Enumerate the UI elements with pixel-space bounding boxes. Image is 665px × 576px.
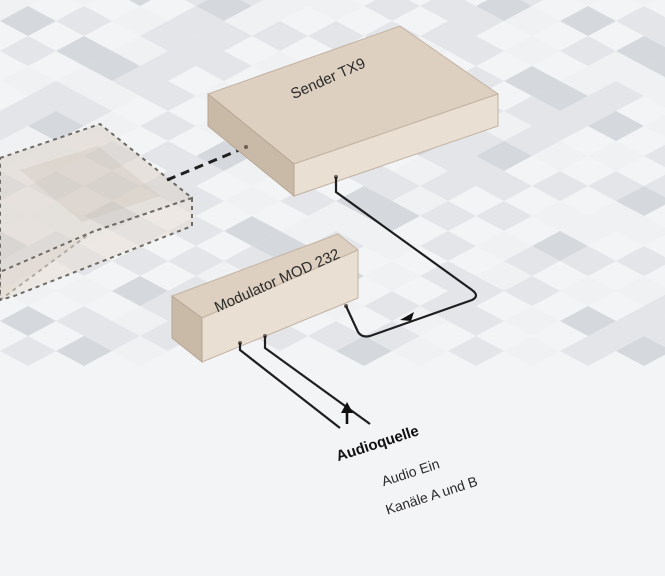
floor-tile <box>504 276 560 306</box>
floor-tile <box>476 201 532 231</box>
floor-tile <box>196 51 252 81</box>
floor-tile <box>616 186 665 216</box>
audio-wire-b <box>263 336 371 425</box>
floor-tile <box>364 0 420 21</box>
modulator-side <box>171 295 203 364</box>
floor-tile <box>560 246 616 276</box>
ghost-device-inner <box>20 146 160 222</box>
floor-tile <box>616 36 665 66</box>
sender-to-modulator-wire <box>334 177 478 338</box>
floor-tile <box>560 6 616 36</box>
floor-tile <box>644 294 665 318</box>
floor-tile <box>364 231 420 261</box>
floor-tile <box>0 36 56 66</box>
floor-tile <box>644 144 665 168</box>
floor-tile <box>308 0 364 21</box>
floor-tile <box>0 0 28 21</box>
floor-tile <box>448 336 504 366</box>
floor-tile <box>616 336 665 366</box>
floor-tile <box>644 114 665 138</box>
sender-side <box>207 92 295 198</box>
wire-direction-arrow <box>400 312 414 321</box>
floor-tile <box>224 186 280 216</box>
floor-tile <box>252 21 308 51</box>
floor-tile <box>616 66 665 96</box>
audio-source-title: Audioquelle <box>334 422 421 465</box>
floor-tile <box>560 336 616 366</box>
audio-wire-a <box>238 343 341 429</box>
floor-tile <box>112 336 168 366</box>
floor-tile <box>504 6 560 36</box>
floor-tile <box>0 111 28 141</box>
floor-tile <box>616 6 665 36</box>
floor-tile <box>0 6 56 36</box>
floor-tile <box>616 216 665 246</box>
floor-tile <box>644 324 665 348</box>
floor-tile <box>560 276 616 306</box>
floor-tile <box>140 81 196 111</box>
floor-tile <box>392 336 448 366</box>
floor-tile <box>504 36 560 66</box>
floor-tile <box>16 0 40 6</box>
floor-tile <box>476 171 532 201</box>
floor-tile <box>616 246 665 276</box>
floor-tile <box>252 0 308 21</box>
floor-tile <box>0 306 56 336</box>
audio-source-line1: Audio Ein <box>379 455 441 489</box>
ghost-device <box>0 122 195 302</box>
floor-tile <box>616 306 665 336</box>
floor-tile <box>576 0 600 6</box>
floor-tile <box>448 306 504 336</box>
floor-tile <box>644 54 665 78</box>
floor-tile <box>616 276 665 306</box>
floor-tile <box>520 0 544 6</box>
audio-arrowhead <box>341 402 353 413</box>
floor-tile <box>140 111 196 141</box>
floor-tile <box>504 336 560 366</box>
sender-port-left <box>244 145 248 149</box>
floor-tile <box>588 111 644 141</box>
floor-tile <box>532 141 588 171</box>
floor-tile <box>184 0 208 6</box>
ghost-device-front <box>0 196 193 302</box>
floor-tile <box>420 201 476 231</box>
floor-tile <box>476 0 532 21</box>
floor-tile <box>448 36 504 66</box>
floor-tile <box>532 171 588 201</box>
floor-tile <box>364 261 420 291</box>
floor-tile <box>56 336 112 366</box>
floor-tile <box>644 174 665 198</box>
floor-tile <box>420 0 476 21</box>
floor-tile <box>632 0 656 6</box>
floor-tile <box>644 24 665 48</box>
floor-tile <box>420 231 476 261</box>
floor-tile <box>0 336 56 366</box>
floor-tile <box>56 6 112 36</box>
floor-tile <box>112 246 168 276</box>
floor-tile <box>72 0 96 6</box>
sender-box: Sender TX9 <box>206 25 500 198</box>
floor-tile <box>504 306 560 336</box>
floor-tile <box>128 0 152 6</box>
floor-tile <box>336 336 392 366</box>
floor-tile <box>296 0 320 6</box>
floor-tile <box>644 84 665 108</box>
floor-tile <box>56 276 112 306</box>
floor-tile <box>588 141 644 171</box>
floor-tile <box>240 0 264 6</box>
floor-tile <box>196 0 252 21</box>
modulator-box: Modulator MOD 232 <box>170 233 359 364</box>
